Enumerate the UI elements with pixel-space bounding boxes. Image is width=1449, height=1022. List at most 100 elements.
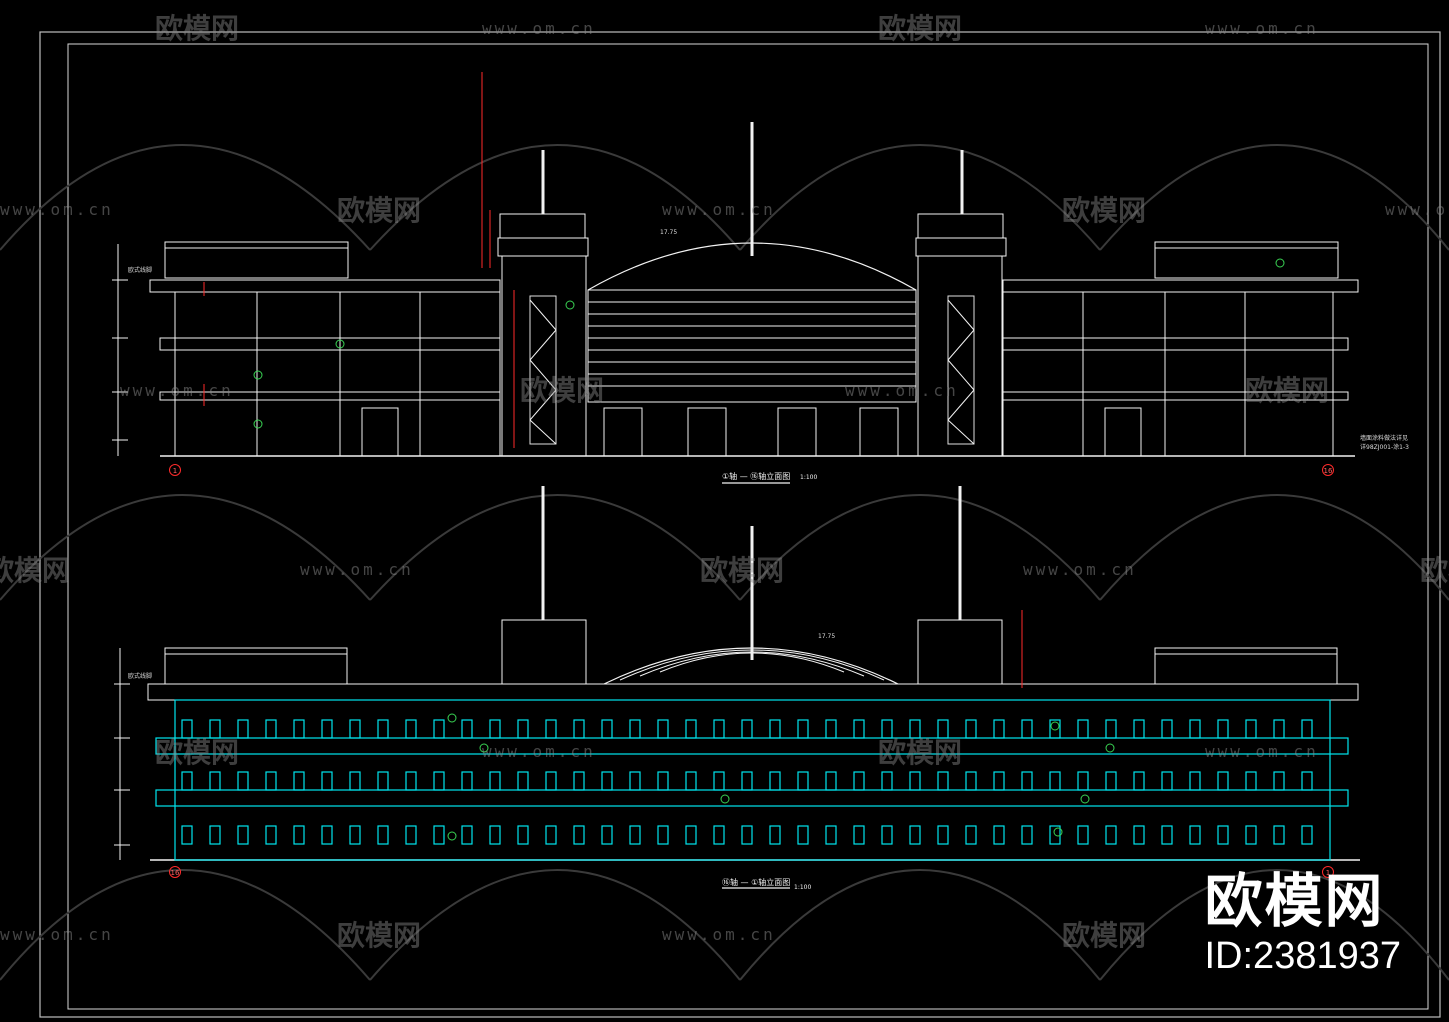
window: [1189, 825, 1201, 845]
watermark-arcs: [0, 144, 1449, 981]
window: [1161, 771, 1173, 791]
dome-level-top: 17.75: [660, 229, 677, 236]
window: [1301, 719, 1313, 739]
window: [853, 825, 865, 845]
window: [881, 719, 893, 739]
window: [321, 771, 333, 791]
window: [881, 825, 893, 845]
watermark-url: www.om.cn: [662, 200, 776, 219]
window: [181, 771, 193, 791]
window: [461, 719, 473, 739]
window: [1301, 771, 1313, 791]
window: [1077, 719, 1089, 739]
window: [489, 771, 501, 791]
window: [265, 771, 277, 791]
window: [1105, 825, 1117, 845]
window: [237, 771, 249, 791]
note-right-ref: 详98ZJ001-涂1-3: [1360, 443, 1409, 451]
window: [1245, 719, 1257, 739]
watermark-layer: 欧模网 www.om.cn 欧模网 www.om.cn www.om.cn 欧模…: [0, 12, 1449, 952]
window: [433, 825, 445, 845]
window: [181, 719, 193, 739]
window: [657, 719, 669, 739]
window: [1105, 719, 1117, 739]
window: [741, 771, 753, 791]
watermark-logo: 欧模网: [878, 12, 962, 45]
window: [209, 771, 221, 791]
window: [937, 719, 949, 739]
window: [629, 825, 641, 845]
window: [1077, 771, 1089, 791]
watermark-url: www.om.cn: [0, 200, 114, 219]
watermark-logo: 欧模网: [1245, 374, 1329, 407]
window: [685, 771, 697, 791]
note-right: 墙面涂料做法详见: [1360, 434, 1408, 442]
window: [489, 825, 501, 845]
watermark-logo: 欧模网: [155, 736, 239, 769]
window: [965, 825, 977, 845]
window: [433, 719, 445, 739]
window: [797, 719, 809, 739]
window: [797, 825, 809, 845]
bottom-left-axis-bubble: [169, 866, 181, 878]
window: [601, 825, 613, 845]
asset-id-text: ID:2381937: [1204, 935, 1402, 977]
inner-frame: [67, 43, 1429, 1010]
watermark-url: www.om.cn: [120, 381, 234, 400]
window: [545, 719, 557, 739]
window: [265, 825, 277, 845]
top-right-axis-bubble: [1322, 464, 1334, 476]
window: [237, 719, 249, 739]
window: [1021, 825, 1033, 845]
watermark-logo: 欧模网: [0, 554, 70, 587]
window: [769, 771, 781, 791]
watermark-url: www.om.cn: [845, 381, 959, 400]
window: [685, 719, 697, 739]
window: [489, 719, 501, 739]
bottom-left-axis-label: 16: [171, 869, 180, 877]
window: [1021, 771, 1033, 791]
watermark-url: www.om.cn: [662, 925, 776, 944]
bottom-right-axis-bubble: [1322, 866, 1334, 878]
watermark-url: www.om.cn: [482, 19, 596, 38]
watermark-logo: 欧模网: [1062, 919, 1146, 952]
watermark-logo: 欧模网: [337, 194, 421, 227]
window: [741, 719, 753, 739]
watermark-logo: 欧模网: [700, 554, 784, 587]
watermark-logo: 欧模网: [155, 12, 239, 45]
window: [517, 825, 529, 845]
window: [1021, 719, 1033, 739]
window: [853, 771, 865, 791]
window: [1217, 825, 1229, 845]
window: [573, 825, 585, 845]
window: [601, 771, 613, 791]
window: [881, 771, 893, 791]
window: [713, 825, 725, 845]
window: [293, 771, 305, 791]
window: [629, 771, 641, 791]
window-grid: [181, 719, 1313, 845]
window: [1133, 719, 1145, 739]
window: [797, 771, 809, 791]
bottom-facade-cyan: [155, 699, 1349, 861]
window: [377, 719, 389, 739]
window: [377, 771, 389, 791]
window: [1245, 825, 1257, 845]
window: [601, 719, 613, 739]
window: [1133, 771, 1145, 791]
window: [1245, 771, 1257, 791]
window: [909, 825, 921, 845]
window: [405, 719, 417, 739]
window: [937, 771, 949, 791]
window: [993, 719, 1005, 739]
window: [713, 771, 725, 791]
top-right-axis-label: 16: [1324, 467, 1333, 475]
window: [321, 825, 333, 845]
watermark-url: www.om.cn: [1023, 560, 1137, 579]
window: [405, 771, 417, 791]
window: [825, 771, 837, 791]
window: [1301, 825, 1313, 845]
window: [209, 719, 221, 739]
window: [1049, 771, 1061, 791]
